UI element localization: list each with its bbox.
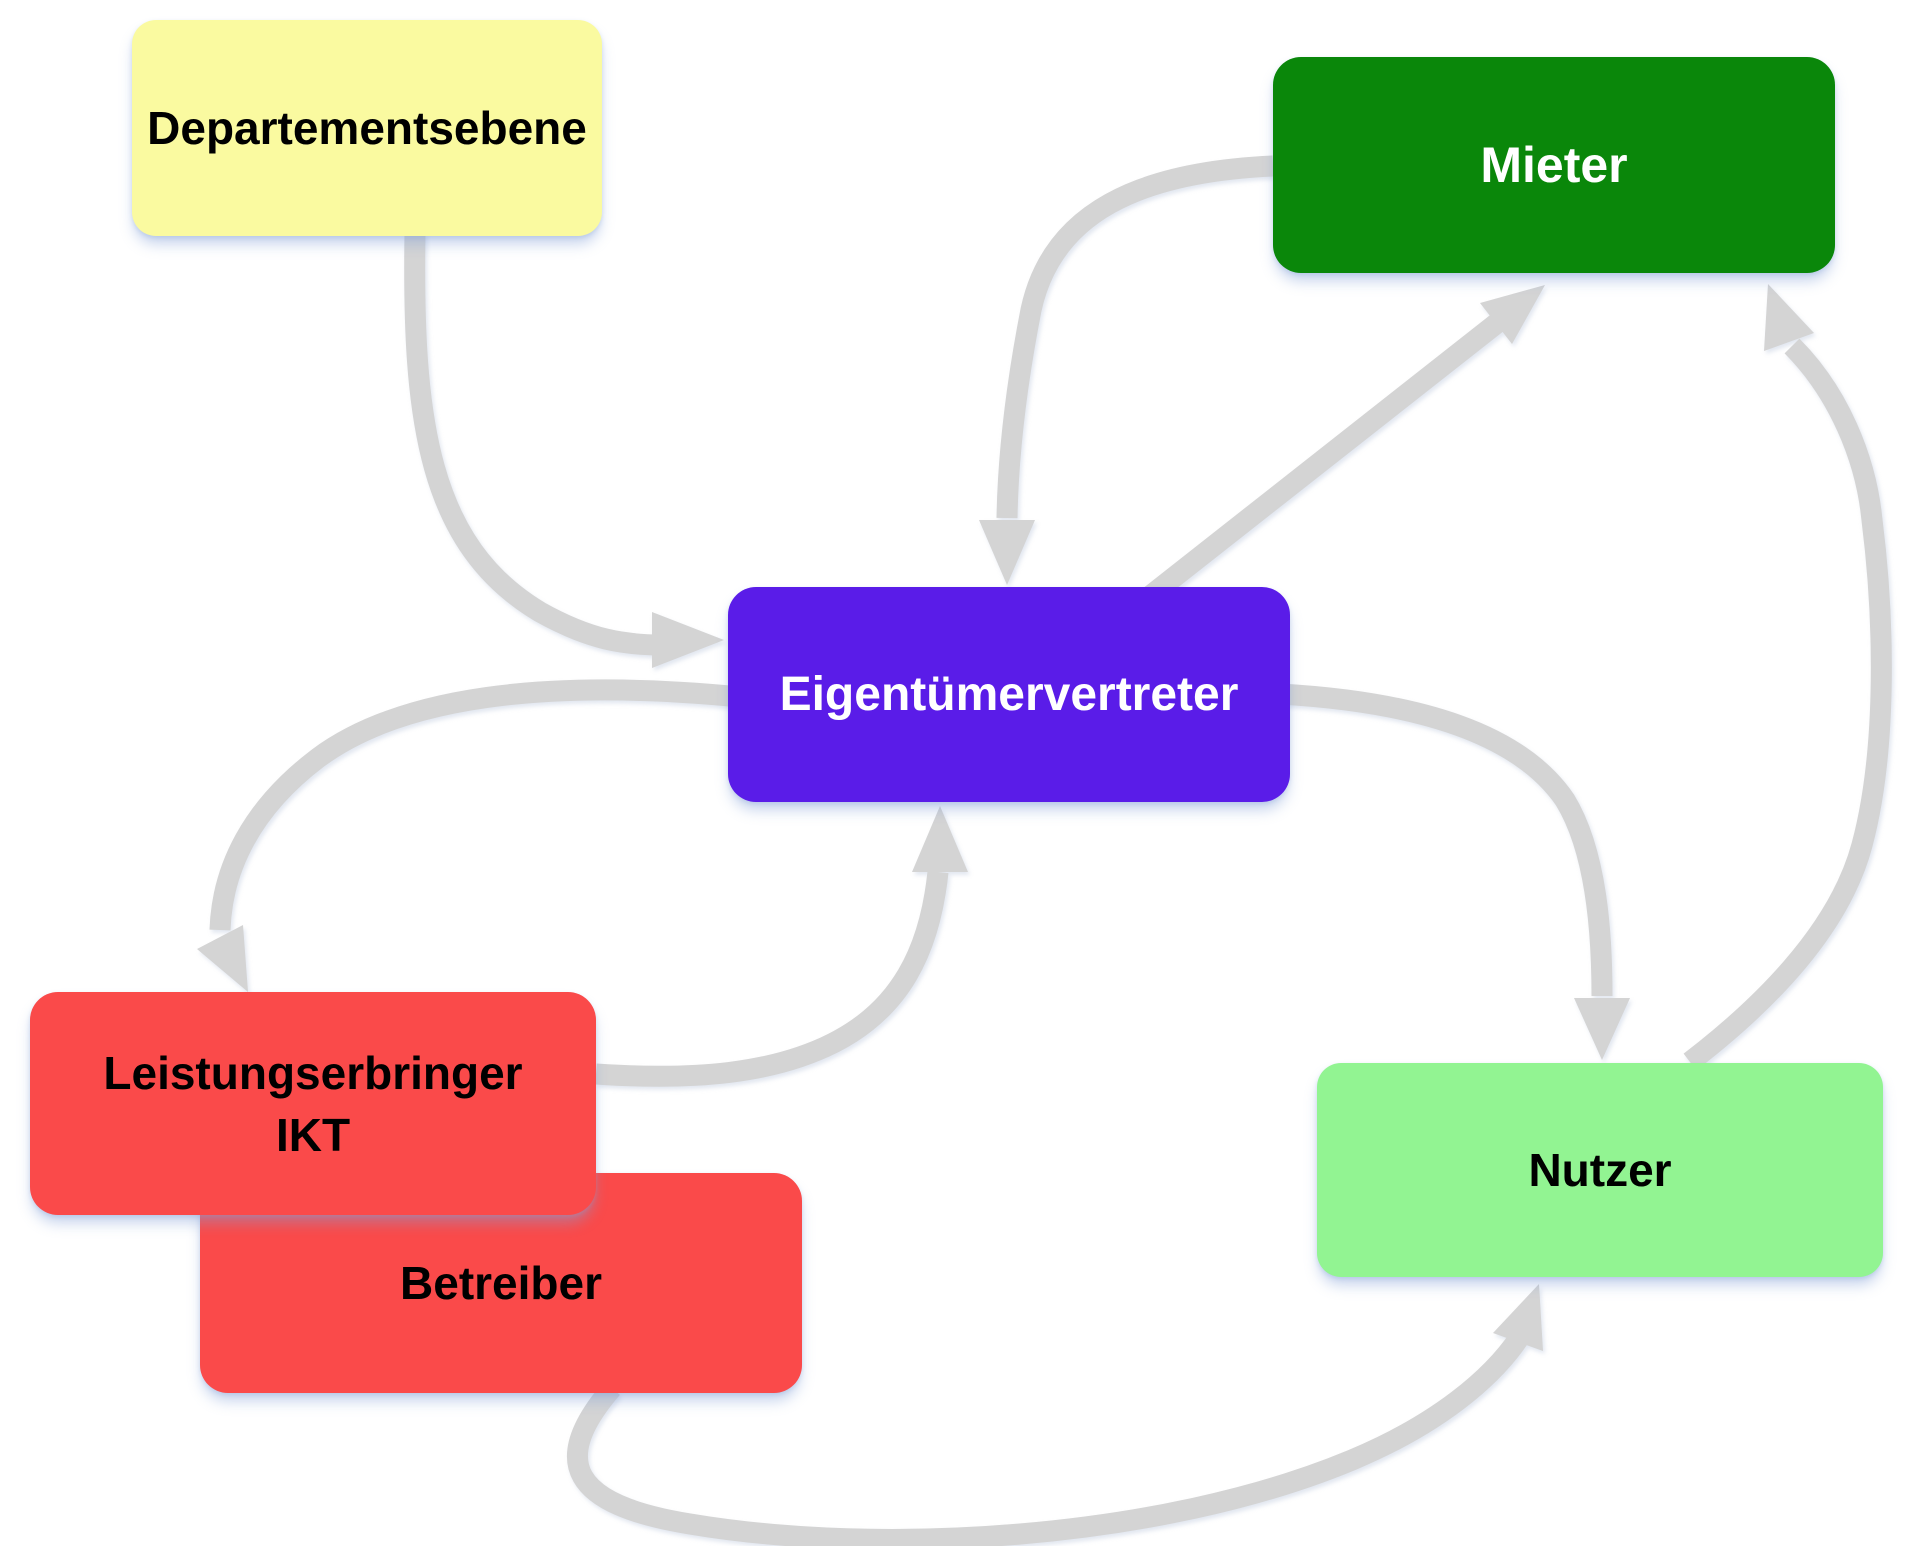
edge-betreiber-to-nutzer: [566, 1284, 1543, 1546]
node-leistungserbringer-ikt-label-line1: Leistungserbringer: [103, 1046, 523, 1099]
node-departementsebene-label: Departementsebene: [147, 102, 587, 154]
edge-eigentuemervertreter-to-leistungserbringer-ikt: [197, 679, 742, 992]
edge-departementsebene-to-eigentuemervertreter: [404, 231, 724, 668]
edge-nutzer-to-mieter: [1683, 284, 1892, 1071]
node-mieter-label: Mieter: [1480, 137, 1628, 193]
edge-eigentuemervertreter-to-mieter: [1138, 285, 1545, 609]
node-eigentuemervertreter[interactable]: Eigentümervertreter: [728, 587, 1290, 802]
node-nutzer[interactable]: Nutzer: [1317, 1063, 1883, 1277]
node-betreiber-label: Betreiber: [400, 1257, 602, 1309]
edge-mieter-to-eigentuemervertreter: [979, 155, 1274, 585]
node-leistungserbringer-ikt[interactable]: Leistungserbringer IKT: [30, 992, 596, 1215]
node-departementsebene[interactable]: Departementsebene: [132, 20, 602, 236]
node-leistungserbringer-ikt-label-line2: IKT: [275, 1108, 351, 1161]
edge-eigentuemervertreter-to-nutzer: [1279, 683, 1630, 1060]
node-eigentuemervertreter-label: Eigentümervertreter: [779, 668, 1239, 721]
edge-leistungserbringer-ikt-to-eigentuemervertreter: [595, 806, 968, 1087]
node-nutzer-label: Nutzer: [1528, 1144, 1672, 1196]
node-mieter[interactable]: Mieter: [1273, 57, 1835, 273]
